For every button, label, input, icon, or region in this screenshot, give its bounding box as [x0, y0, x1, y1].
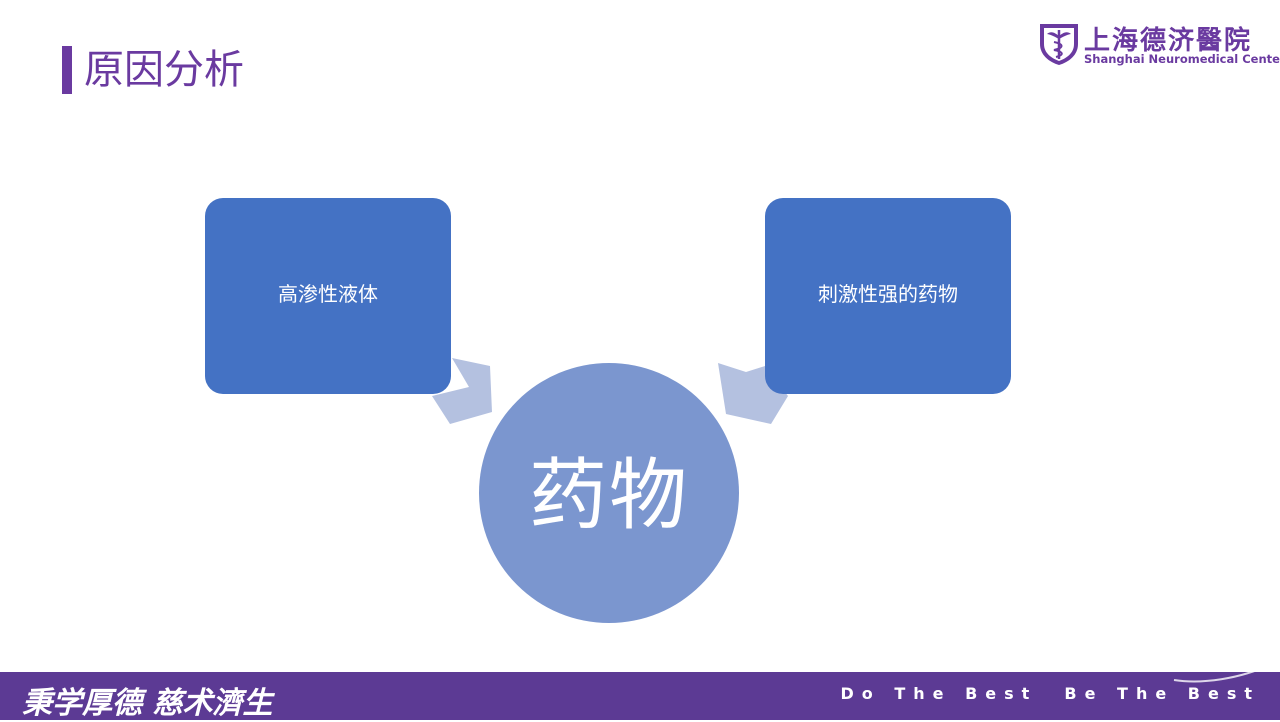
cause-box-left-label: 高渗性液体 — [278, 281, 378, 306]
center-circle-drug: 药物 — [479, 363, 739, 623]
footer-motto: 秉学厚德 慈术濟生 — [22, 686, 273, 721]
arrow-left — [432, 358, 492, 424]
cause-box-hyperosmotic-fluid: 高渗性液体 — [205, 198, 451, 394]
title-accent-bar — [62, 46, 72, 94]
logo-name-cn: 上海德济醫院 — [1084, 26, 1253, 56]
logo-name-en: Shanghai Neuromedical Center — [1084, 52, 1280, 66]
cause-box-irritant-drug: 刺激性强的药物 — [765, 198, 1011, 394]
swoosh-decoration-icon — [1173, 661, 1277, 683]
page-title: 原因分析 — [84, 47, 244, 93]
footer-bar: 秉学厚德 慈术濟生 Do The Best Be The Best — [0, 661, 1280, 721]
hospital-logo: 上海德济醫院 Shanghai Neuromedical Center — [1038, 20, 1280, 70]
footer-slogan: Do The Best Be The Best — [840, 684, 1260, 703]
caduceus-shield-icon — [1040, 24, 1078, 65]
center-circle-label: 药物 — [528, 451, 689, 541]
cause-box-right-label: 刺激性强的药物 — [818, 281, 958, 306]
